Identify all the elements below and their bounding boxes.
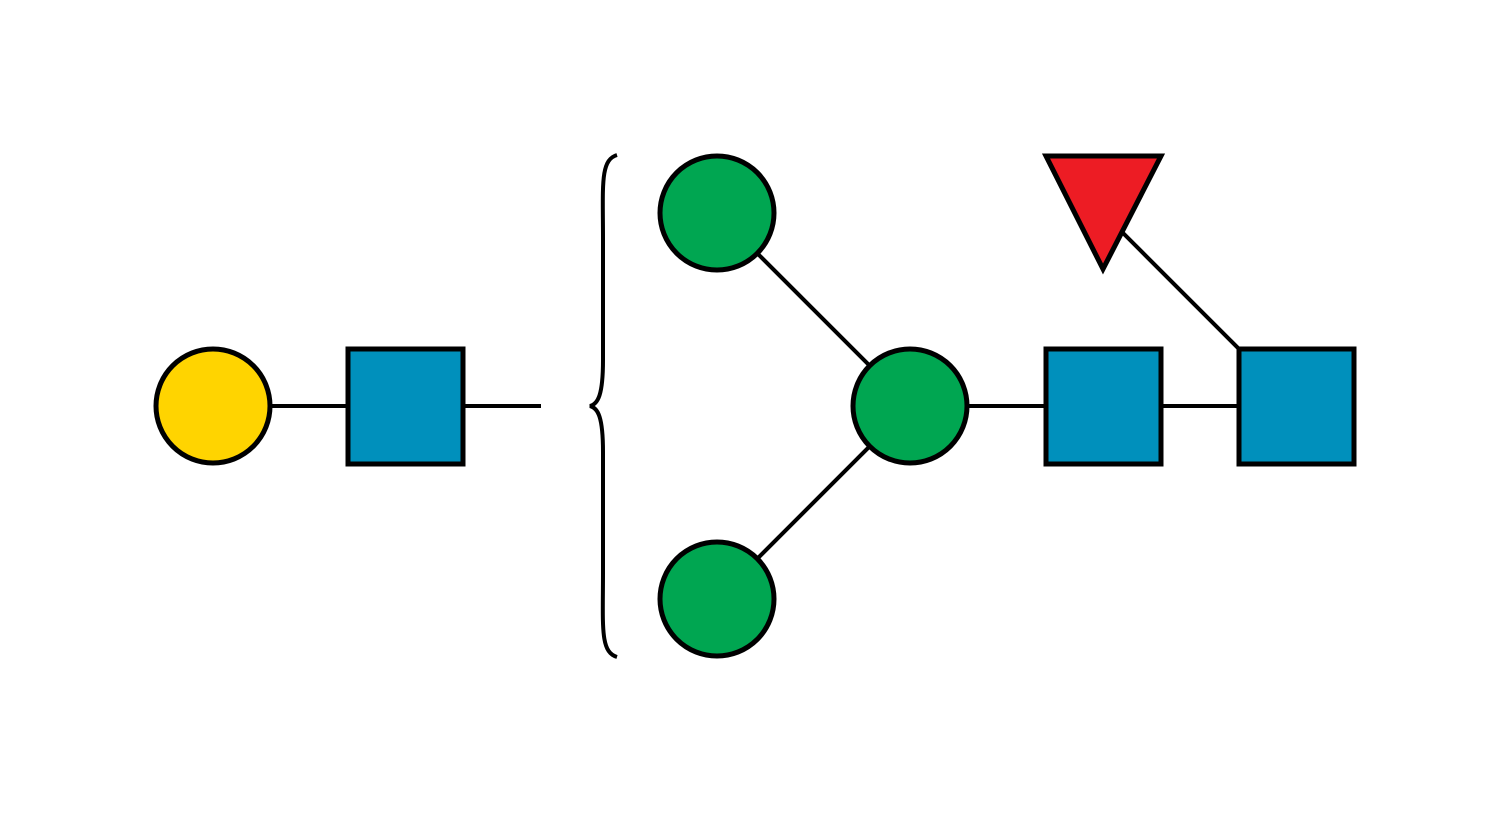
fucose-triangle [1041,153,1166,275]
mannose-lower-circle [657,539,777,659]
branch-bracket [589,153,618,659]
galactose-circle [153,346,273,466]
mannose-upper-circle [657,153,777,273]
glcnac-core-square [1043,346,1164,467]
glcnac-antenna-square [345,346,466,467]
mannose-core-circle [850,346,970,466]
glcnac-reducing-square [1236,346,1357,467]
